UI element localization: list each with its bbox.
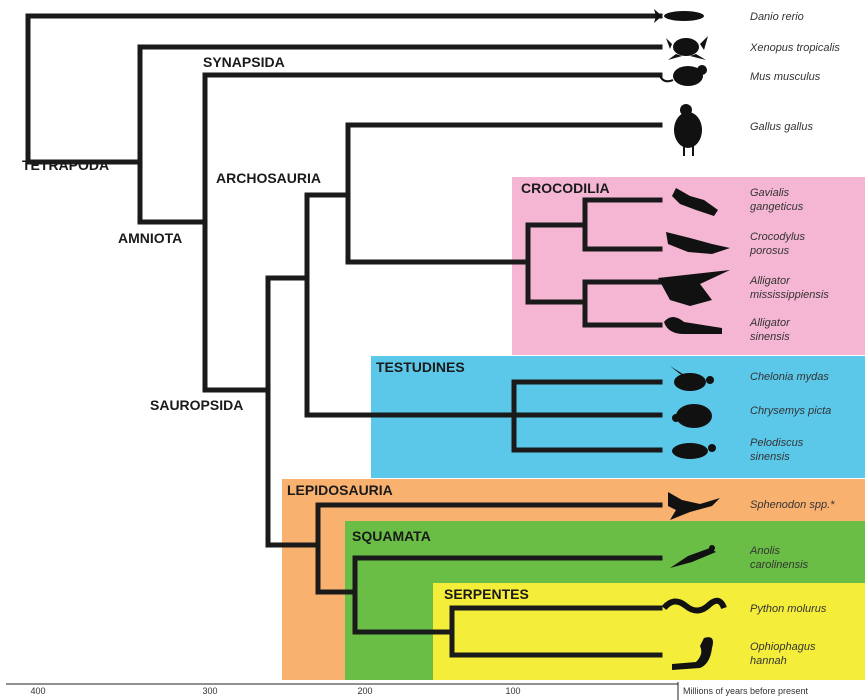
species-label-pelodiscus-epithet: sinensis — [750, 451, 790, 463]
axis-tick-400: 400 — [30, 686, 45, 696]
axis-tick-100: 100 — [505, 686, 520, 696]
species-label-python: Python molurus — [750, 603, 827, 615]
time-axis: 400 300 200 100 Millions of years before… — [6, 682, 809, 700]
species-label-danio: Danio rerio — [750, 11, 804, 23]
clade-label-sauropsida: SAUROPSIDA — [150, 397, 243, 413]
species-label-anolis-genus: Anolis — [749, 545, 780, 557]
axis-tick-300: 300 — [202, 686, 217, 696]
clade-label-tetrapoda: TETRAPODA — [22, 157, 109, 173]
species-label-sphenodon: Sphenodon spp.* — [750, 499, 835, 511]
fish-silhouette-icon — [654, 9, 704, 23]
clade-label-squamata: SQUAMATA — [352, 528, 431, 544]
clade-label-serpentes: SERPENTES — [444, 586, 529, 602]
species-label-alligator-miss-epithet: mississippiensis — [750, 289, 829, 301]
species-label-gallus: Gallus gallus — [750, 121, 813, 133]
clade-label-amniota: AMNIOTA — [118, 230, 182, 246]
species-label-chrysemys: Chrysemys picta — [750, 405, 831, 417]
species-label-gavialis-genus: Gavialis — [750, 187, 790, 199]
species-label-ophiophagus-epithet: hannah — [750, 655, 787, 667]
species-label-chelonia: Chelonia mydas — [750, 371, 829, 383]
clade-label-crocodilia: CROCODILIA — [521, 180, 610, 196]
clade-label-synapsida: SYNAPSIDA — [203, 54, 285, 70]
species-label-alligator-miss-genus: Alligator — [749, 275, 791, 287]
axis-tick-200: 200 — [357, 686, 372, 696]
frog-silhouette-icon — [666, 36, 708, 60]
species-label-alligator-sin-epithet: sinensis — [750, 331, 790, 343]
species-label-crocodylus-epithet: porosus — [749, 245, 790, 257]
species-label-xenopus: Xenopus tropicalis — [749, 42, 840, 54]
axis-label: Millions of years before present — [683, 686, 809, 696]
species-label-anolis-epithet: carolinensis — [750, 559, 809, 571]
species-label-pelodiscus-genus: Pelodiscus — [750, 437, 804, 449]
chicken-silhouette-icon — [674, 104, 702, 156]
species-label-alligator-sin-genus: Alligator — [749, 317, 791, 329]
species-label-gavialis-epithet: gangeticus — [750, 201, 804, 213]
branch-tetrapoda — [28, 16, 660, 162]
species-label-ophiophagus-genus: Ophiophagus — [750, 641, 816, 653]
clade-label-testudines: TESTUDINES — [376, 359, 465, 375]
mouse-silhouette-icon — [660, 65, 707, 86]
clade-label-archosauria: ARCHOSAURIA — [216, 170, 321, 186]
clade-label-lepidosauria: LEPIDOSAURIA — [287, 482, 393, 498]
species-label-crocodylus-genus: Crocodylus — [750, 231, 806, 243]
species-label-mus: Mus musculus — [750, 71, 821, 83]
